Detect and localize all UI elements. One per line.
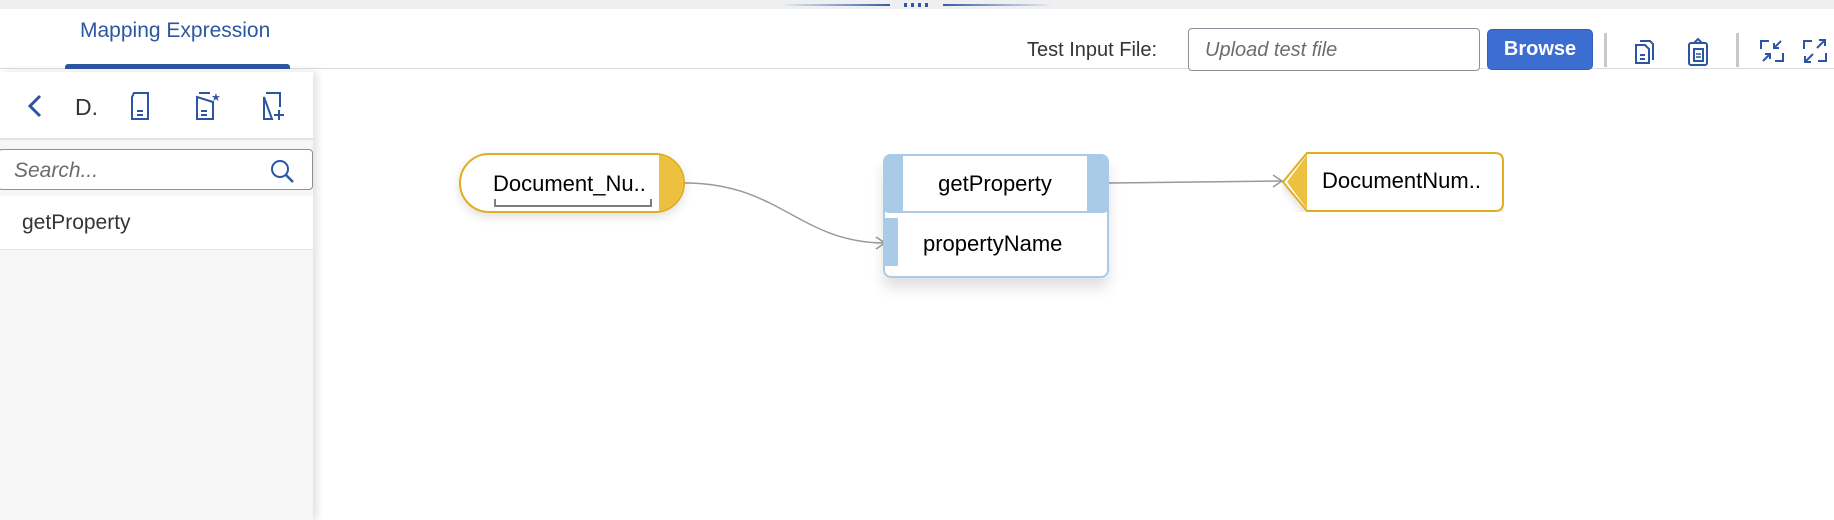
source-node[interactable]: Document_Nu..: [459, 153, 685, 213]
document-add-icon[interactable]: [257, 90, 289, 122]
document-favorite-icon[interactable]: ★: [190, 90, 222, 122]
chevron-left-icon[interactable]: [20, 90, 52, 122]
splitter-line-left: [780, 4, 890, 6]
svg-text:★: ★: [211, 92, 221, 104]
function-param-label: propertyName: [923, 231, 1063, 256]
function-node-header[interactable]: getProperty: [883, 154, 1109, 213]
splitter-grip-icon[interactable]: [904, 3, 928, 7]
sidebar-toolbar: D. ★: [0, 72, 313, 140]
sidebar-title: D.: [75, 94, 98, 120]
copy-icon[interactable]: [1630, 35, 1660, 67]
target-node[interactable]: DocumentNum..: [1282, 152, 1504, 212]
test-input-label: Test Input File:: [1027, 39, 1158, 61]
function-param-port[interactable]: [883, 218, 898, 266]
browse-button[interactable]: Browse: [1487, 29, 1593, 70]
target-node-label: DocumentNum..: [1322, 168, 1481, 193]
toolbar-separator: [1604, 33, 1607, 67]
expand-icon[interactable]: [1800, 35, 1830, 67]
upload-test-file-input[interactable]: Upload test file: [1188, 28, 1480, 71]
source-node-bracket: [494, 199, 652, 207]
document-icon[interactable]: [125, 90, 157, 122]
top-splitter-bar[interactable]: [0, 0, 1834, 9]
header-toolbar: Mapping Expression Test Input File: Uplo…: [0, 9, 1834, 71]
tab-mapping-expression[interactable]: Mapping Expression: [80, 19, 271, 42]
search-input[interactable]: Search...: [0, 149, 313, 190]
tab-active-indicator: [65, 64, 290, 69]
source-node-port[interactable]: [659, 155, 683, 211]
function-node[interactable]: getProperty propertyName: [883, 154, 1109, 278]
toolbar-separator: [1736, 33, 1739, 67]
list-item[interactable]: getProperty: [0, 196, 313, 250]
collapse-icon[interactable]: [1757, 35, 1787, 67]
splitter-line-right: [943, 4, 1053, 6]
function-sidebar: D. ★ Search... getProperty: [0, 72, 313, 520]
source-node-label: Document_Nu..: [493, 171, 646, 196]
search-icon[interactable]: [269, 158, 295, 184]
paste-icon[interactable]: [1683, 35, 1713, 67]
target-node-shape: [1282, 152, 1504, 212]
search-placeholder: Search...: [14, 159, 99, 182]
function-node-label: getProperty: [903, 156, 1087, 211]
